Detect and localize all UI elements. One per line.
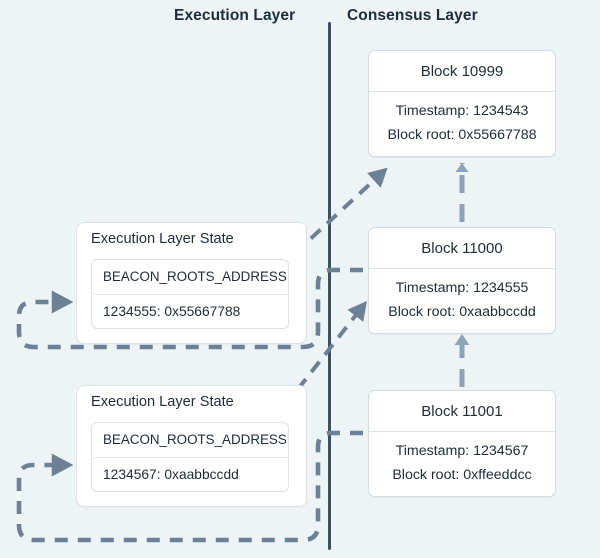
- connector-block-11000-to-block-10999: [455, 163, 469, 222]
- execution-state-card[interactable]: Execution Layer State BEACON_ROOTS_ADDRE…: [76, 385, 307, 507]
- consensus-block-card[interactable]: Block 11000 Timestamp: 1234555 Block roo…: [368, 227, 556, 334]
- layer-divider: [328, 22, 331, 550]
- consensus-block-card[interactable]: Block 10999 Timestamp: 1234543 Block roo…: [368, 50, 556, 157]
- storage-entry: 1234555: 0x55667788: [103, 304, 241, 319]
- block-header: Block 10999: [369, 51, 555, 92]
- execution-layer-title: Execution Layer: [174, 7, 296, 24]
- storage-entry: 1234567: 0xaabbccdd: [103, 467, 239, 482]
- block-header: Block 11001: [369, 391, 555, 432]
- consensus-layer-title: Consensus Layer: [347, 7, 478, 24]
- block-root: Block root: 0xaabbccdd: [388, 304, 536, 320]
- execution-state-title: Execution Layer State: [91, 231, 234, 247]
- beacon-roots-contract: BEACON_ROOTS_ADDRESS 1234567: 0xaabbccdd: [91, 422, 289, 492]
- block-timestamp: Timestamp: 1234567: [395, 443, 529, 459]
- block-header: Block 11000: [369, 228, 555, 269]
- block-timestamp: Timestamp: 1234543: [395, 103, 529, 119]
- block-root: Block root: 0xffeeddcc: [392, 467, 532, 483]
- beacon-roots-contract: BEACON_ROOTS_ADDRESS 1234555: 0x55667788: [91, 259, 289, 329]
- execution-state-card[interactable]: Execution Layer State BEACON_ROOTS_ADDRE…: [76, 222, 307, 344]
- block-body: Timestamp: 1234567 Block root: 0xffeeddc…: [369, 432, 555, 496]
- contract-address-label: BEACON_ROOTS_ADDRESS: [92, 260, 288, 295]
- block-timestamp: Timestamp: 1234555: [395, 280, 529, 296]
- block-body: Timestamp: 1234555 Block root: 0xaabbccd…: [369, 269, 555, 333]
- contract-address-label: BEACON_ROOTS_ADDRESS: [92, 423, 288, 458]
- consensus-block-card[interactable]: Block 11001 Timestamp: 1234567 Block roo…: [368, 390, 556, 497]
- execution-state-title: Execution Layer State: [91, 394, 234, 410]
- block-body: Timestamp: 1234543 Block root: 0x5566778…: [369, 92, 555, 156]
- connector-block-11001-to-block-11000: [454, 334, 470, 387]
- block-root: Block root: 0x55667788: [387, 127, 537, 143]
